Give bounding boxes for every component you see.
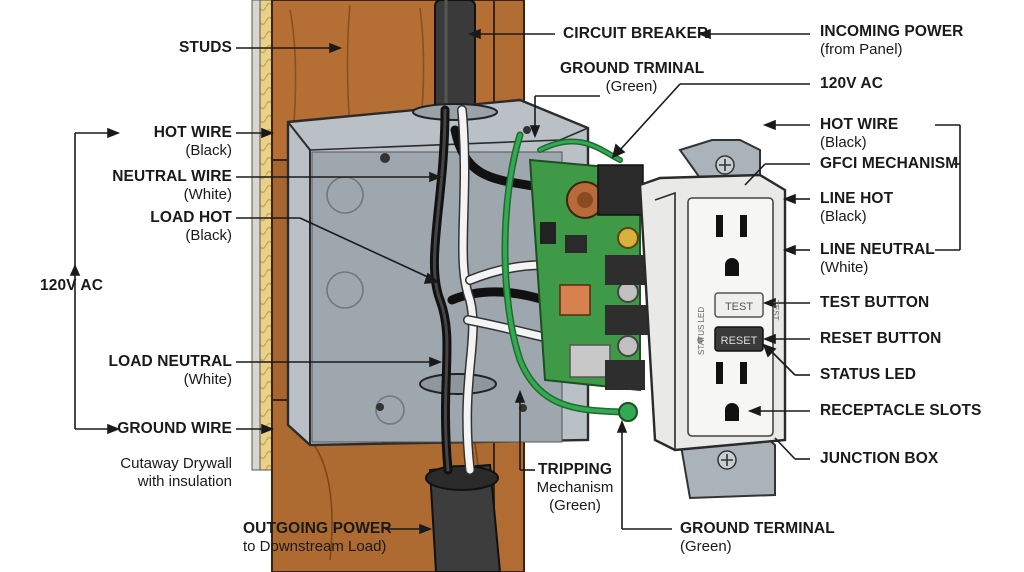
label-tripping-mechanism: TRIPPING Mechanism (Green) — [536, 461, 614, 514]
label-outgoing-power: OUTGOING POWER to Downstream Load) — [243, 520, 392, 555]
label-neutral-wire: NEUTRAL WIRE (White) — [112, 168, 232, 203]
label-gfci-mechanism: GFCI MECHANISM — [820, 155, 959, 172]
test-button-face: TEST — [725, 301, 753, 313]
label-line-neutral: LINE NEUTRAL (White) — [820, 241, 935, 276]
label-junction-box: JUNCTION BOX — [820, 450, 939, 467]
label-ground-terminal-bottom: GROUND TERMINAL (Green) — [680, 520, 835, 555]
label-load-neutral: LOAD NEUTRAL (White) — [108, 353, 232, 388]
label-load-hot: LOAD HOT (Black) — [150, 209, 232, 244]
outgoing-cable — [425, 463, 502, 572]
label-hot-wire-left: HOT WIRE (Black) — [153, 124, 232, 159]
label-cutaway-drywall: Cutaway Drywall with insulation — [120, 455, 232, 490]
test-side-text: TEST — [771, 300, 780, 321]
label-120v-left: 120V AC — [40, 277, 104, 294]
label-line-hot: LINE HOT (Black) — [820, 190, 894, 225]
label-incoming-power: INCOMING POWER (from Panel) — [820, 23, 964, 58]
label-reset-button: RESET BUTTON — [820, 330, 942, 347]
reset-button-face: RESET — [721, 335, 758, 347]
label-ground-terminal-top: GROUND TRMINAL (Green) — [560, 60, 705, 95]
label-ground-wire: GROUND WIRE — [117, 420, 232, 437]
leader-lines — [69, 28, 961, 535]
label-status-led: STATUS LED — [820, 366, 917, 383]
label-circuit-breaker: CIRCUIT BREAKER — [563, 25, 709, 42]
gfci-pcb — [528, 158, 650, 422]
incoming-cable — [434, 0, 476, 111]
drywall-cutaway — [251, 0, 273, 471]
gfci-receptacle — [638, 139, 787, 500]
label-studs: STUDS — [178, 39, 232, 56]
label-120v-right: 120V AC — [820, 75, 884, 92]
status-led-side-text: STATUS LED — [697, 307, 706, 355]
label-receptacle-slots: RECEPTACLE SLOTS — [820, 402, 982, 419]
label-hot-wire-right: HOT WIRE (Black) — [820, 116, 899, 151]
label-test-button: TEST BUTTON — [820, 294, 930, 311]
